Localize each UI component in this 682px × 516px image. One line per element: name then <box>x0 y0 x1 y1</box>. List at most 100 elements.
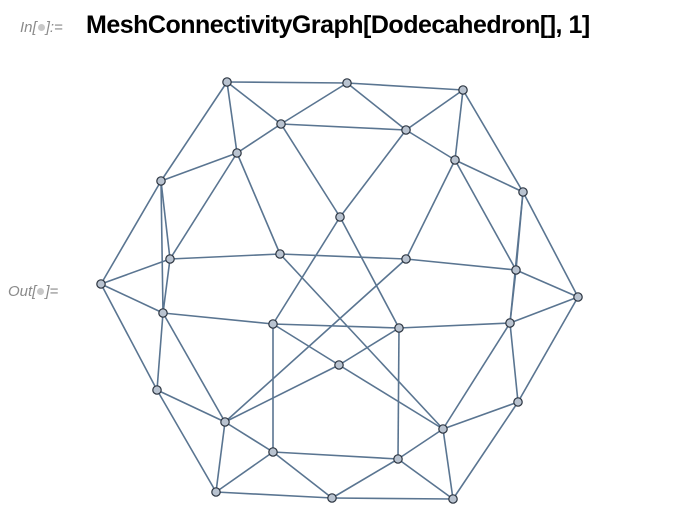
graph-edge <box>169 152 238 260</box>
graph-vertex <box>334 360 344 370</box>
graph-vertex <box>327 493 337 503</box>
graph-vertex <box>342 78 352 88</box>
graph-edge <box>517 296 579 403</box>
graph-vertex <box>450 155 460 165</box>
graph-vertex <box>394 323 404 333</box>
graph-edge <box>515 269 579 298</box>
graph-edge <box>224 258 407 423</box>
graph-vertex <box>511 265 521 275</box>
graph-edge <box>454 159 524 193</box>
graph-vertex <box>275 249 285 259</box>
graph-edge <box>405 159 456 260</box>
graph-edge <box>215 451 274 493</box>
graph-vertex <box>335 212 345 222</box>
graph-edge <box>162 312 226 423</box>
graph-edge <box>405 129 456 161</box>
cell-number-placeholder-icon <box>37 288 45 295</box>
graph-vertex <box>96 279 106 289</box>
graph-vertex <box>573 292 583 302</box>
graph-edge <box>160 180 171 260</box>
input-label-suffix: ]:= <box>45 19 63 36</box>
graph-edge <box>405 89 464 131</box>
graph-edge <box>162 258 171 314</box>
graph-edge <box>100 180 162 285</box>
graph-vertex <box>211 487 221 497</box>
graph-edge <box>509 296 579 324</box>
graph-vertex <box>505 318 515 328</box>
graph-edge <box>156 312 164 391</box>
graph-edge <box>346 82 407 131</box>
graph-edge <box>279 253 407 260</box>
graph-edge <box>226 81 238 154</box>
graph-edge <box>169 253 281 260</box>
graph-vertex <box>268 447 278 457</box>
graph-edge <box>338 327 400 366</box>
graph-edge <box>156 389 217 493</box>
graph-edge <box>272 323 340 366</box>
graph-vertex <box>276 119 286 129</box>
graph-edge <box>397 327 400 460</box>
graph-vertex <box>513 397 523 407</box>
graph-edge <box>272 451 333 499</box>
graph-vertex <box>165 254 175 264</box>
graph-edge <box>279 253 444 430</box>
graph-edge <box>236 123 282 154</box>
graph-edge <box>156 389 226 423</box>
graph-edge <box>160 180 164 314</box>
graph-edge <box>454 159 517 271</box>
graph-edge <box>462 89 524 193</box>
graph-edge <box>331 458 399 499</box>
graph-vertex <box>401 254 411 264</box>
graph-vertex <box>393 454 403 464</box>
output-cell-label: Out[ ]= <box>8 283 58 300</box>
graph-vertex <box>458 85 468 95</box>
graph-edge <box>272 216 341 325</box>
graph-vertex <box>518 187 528 197</box>
output-label-suffix: ]= <box>45 283 59 300</box>
graph-edge <box>509 269 517 324</box>
graph-edge <box>272 323 400 329</box>
graph-edge <box>331 497 454 500</box>
graph-edge <box>442 428 454 500</box>
graph-vertex <box>401 125 411 135</box>
graph-edge <box>215 421 226 493</box>
graph-edge <box>397 458 454 500</box>
input-code[interactable]: MeshConnectivityGraph[Dodecahedron[], 1] <box>86 11 590 39</box>
graph-edge <box>454 89 464 161</box>
graph-edge <box>236 152 281 255</box>
graph-edge <box>397 428 444 460</box>
graph-vertex <box>220 417 230 427</box>
output-label-prefix: Out[ <box>8 283 37 300</box>
graph-edge <box>160 81 228 182</box>
graph-edge <box>405 258 517 271</box>
input-cell-label: In[ ]:= <box>20 19 63 36</box>
graph-vertex <box>222 77 232 87</box>
graph-edge <box>346 82 464 91</box>
graph-edge <box>280 123 407 131</box>
graph-edge <box>442 322 511 430</box>
graph-edge <box>160 152 238 182</box>
graph-edge <box>224 364 340 423</box>
graph-edge <box>272 451 399 460</box>
graph-edge <box>280 82 348 125</box>
graph-edge <box>398 322 511 329</box>
graph-edge <box>339 129 407 218</box>
graph-edge <box>338 364 444 430</box>
graph-edge <box>100 283 158 391</box>
graph-edge <box>100 258 171 285</box>
input-label-prefix: In[ <box>20 19 37 36</box>
graph-edge <box>452 401 519 500</box>
graph-vertex <box>268 319 278 329</box>
graph-edge <box>162 312 274 325</box>
graph-vertex <box>438 424 448 434</box>
graph-edge <box>442 401 519 430</box>
graph-edge <box>226 81 348 84</box>
graph-edge <box>339 216 400 329</box>
graph-vertex <box>156 176 166 186</box>
graph-edge <box>224 421 274 453</box>
graph-vertex <box>232 148 242 158</box>
cell-number-placeholder-icon <box>37 24 45 31</box>
graph-edge <box>280 123 341 218</box>
graph-edge <box>100 283 164 314</box>
